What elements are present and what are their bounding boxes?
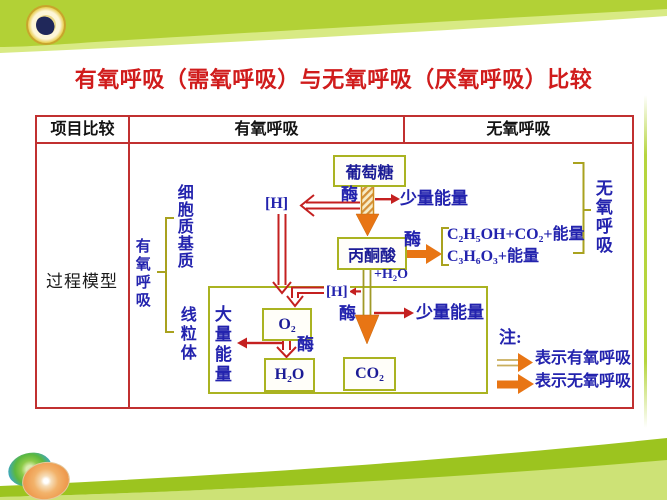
cytosol-label: 细胞质基质: [174, 184, 192, 269]
top-banner: [0, 0, 667, 53]
enzyme-label-1: 酶: [341, 185, 358, 204]
swoosh-light-band: [0, 458, 667, 500]
bottom-swoosh: [0, 438, 667, 500]
enzyme-label-3: 酶: [339, 304, 356, 323]
water-box: H₂O: [264, 358, 315, 392]
glucose-box: 葡萄糖: [333, 155, 406, 187]
col-header-anaerobic: 无氧呼吸: [486, 121, 551, 138]
enzyme-label-4: 酶: [297, 335, 314, 354]
col-header-aerobic: 有氧呼吸: [234, 121, 299, 138]
aerobic-branch-label: 有氧呼吸: [133, 238, 150, 310]
enzyme-label-2: 酶: [404, 230, 421, 249]
col-header-item: 项目比较: [50, 121, 115, 138]
small-energy-2: 少量能量: [416, 303, 484, 322]
note-label: 注:: [499, 328, 522, 347]
pyruvate-box: 丙酮酸: [337, 237, 407, 270]
table-divider-col1: [128, 117, 130, 407]
h-carrier-1: [H]: [265, 195, 289, 212]
product-lactate: C₃H₆O₃+能量: [447, 248, 539, 265]
school-logo-icon: [26, 5, 66, 45]
h-carrier-2: [H]: [324, 284, 350, 301]
right-accent-line: [644, 95, 647, 428]
co2-box: CO₂: [343, 357, 396, 391]
anaerobic-bracket-label: 无氧呼吸: [592, 179, 612, 255]
legend-anaerobic-text: 表示无氧呼吸: [535, 373, 632, 390]
banner-main-band: [0, 0, 667, 47]
table-divider-col2: [403, 117, 405, 142]
row-header-process-model: 过程模型: [46, 272, 118, 291]
plus-water-label: +H₂O: [374, 267, 408, 282]
swoosh-main-band: [0, 438, 667, 497]
product-ethanol: C₂H₅OH+CO₂+能量: [447, 226, 585, 243]
table-header-underline: [37, 142, 632, 144]
legend-aerobic-text: 表示有氧呼吸: [535, 350, 632, 367]
mitochondrion-label: 线粒体: [177, 306, 195, 363]
large-energy-label: 大量能量: [211, 305, 231, 385]
slide-title: 有氧呼吸（需氧呼吸）与无氧呼吸（厌氧呼吸）比较: [74, 67, 593, 92]
school-logo-core: [36, 15, 56, 35]
oxygen-box: O₂: [262, 308, 312, 341]
small-energy-1: 少量能量: [400, 189, 468, 208]
comparison-table: 项目比较 有氧呼吸 无氧呼吸: [35, 115, 634, 409]
